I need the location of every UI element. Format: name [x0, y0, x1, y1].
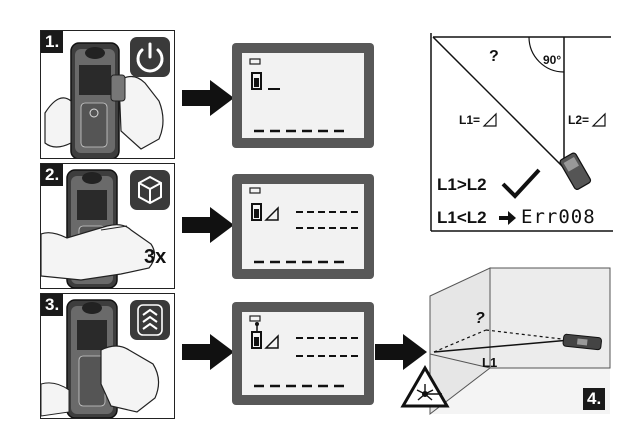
arrow-right-icon: [180, 78, 236, 118]
lcd-display-1: [232, 43, 374, 148]
step3-panel: 3.: [40, 293, 175, 419]
step1-panel: 1.: [40, 30, 175, 159]
power-button-icon-box: [130, 37, 170, 77]
l2-label: L2=: [568, 111, 605, 129]
press-count-label: 3x: [144, 246, 166, 269]
triangle-diagram: [431, 33, 613, 233]
lcd-display-3: [232, 302, 374, 405]
l1-label: L1=: [459, 111, 496, 129]
rule-error-label: L1<L2: [437, 208, 487, 228]
lcd-display-2: [232, 174, 374, 279]
lcd-segments: [232, 43, 374, 148]
arrow-right-icon: [499, 210, 517, 226]
rule-valid-label: L1>L2: [437, 175, 487, 195]
distance-icon: [593, 114, 605, 126]
triple-chevron-icon: [130, 300, 170, 340]
power-icon: [130, 37, 170, 77]
step-number: 1.: [41, 31, 63, 53]
step2-panel: 2. 3x: [40, 163, 175, 289]
indirect-measure-icon: [130, 170, 170, 210]
geometry-panel: ? 90° L1= L2= L1>L2 L1<L2 Err008: [431, 33, 613, 233]
step-number: 4.: [583, 388, 605, 410]
lcd-segments: [232, 174, 374, 279]
room-question-label: ?: [475, 310, 485, 328]
distance-icon: [484, 114, 496, 126]
step-number: 2.: [41, 164, 63, 186]
indirect-measure-icon-box: [130, 170, 170, 210]
step-number: 3.: [41, 294, 63, 316]
room-line-label: L1: [482, 355, 497, 370]
checkmark-icon: [501, 168, 541, 198]
arrow-right-icon: [180, 205, 236, 245]
laser-warning-icon: [402, 366, 448, 408]
lcd-segments: [232, 302, 374, 405]
step4-room: ? L1 4.: [430, 264, 612, 414]
arrow-right-icon: [180, 332, 236, 372]
right-angle-label: 90°: [543, 53, 561, 67]
measure-button-icon-box: [130, 300, 170, 340]
unknown-side-label: ?: [489, 48, 499, 66]
error-code: Err008: [521, 206, 596, 228]
